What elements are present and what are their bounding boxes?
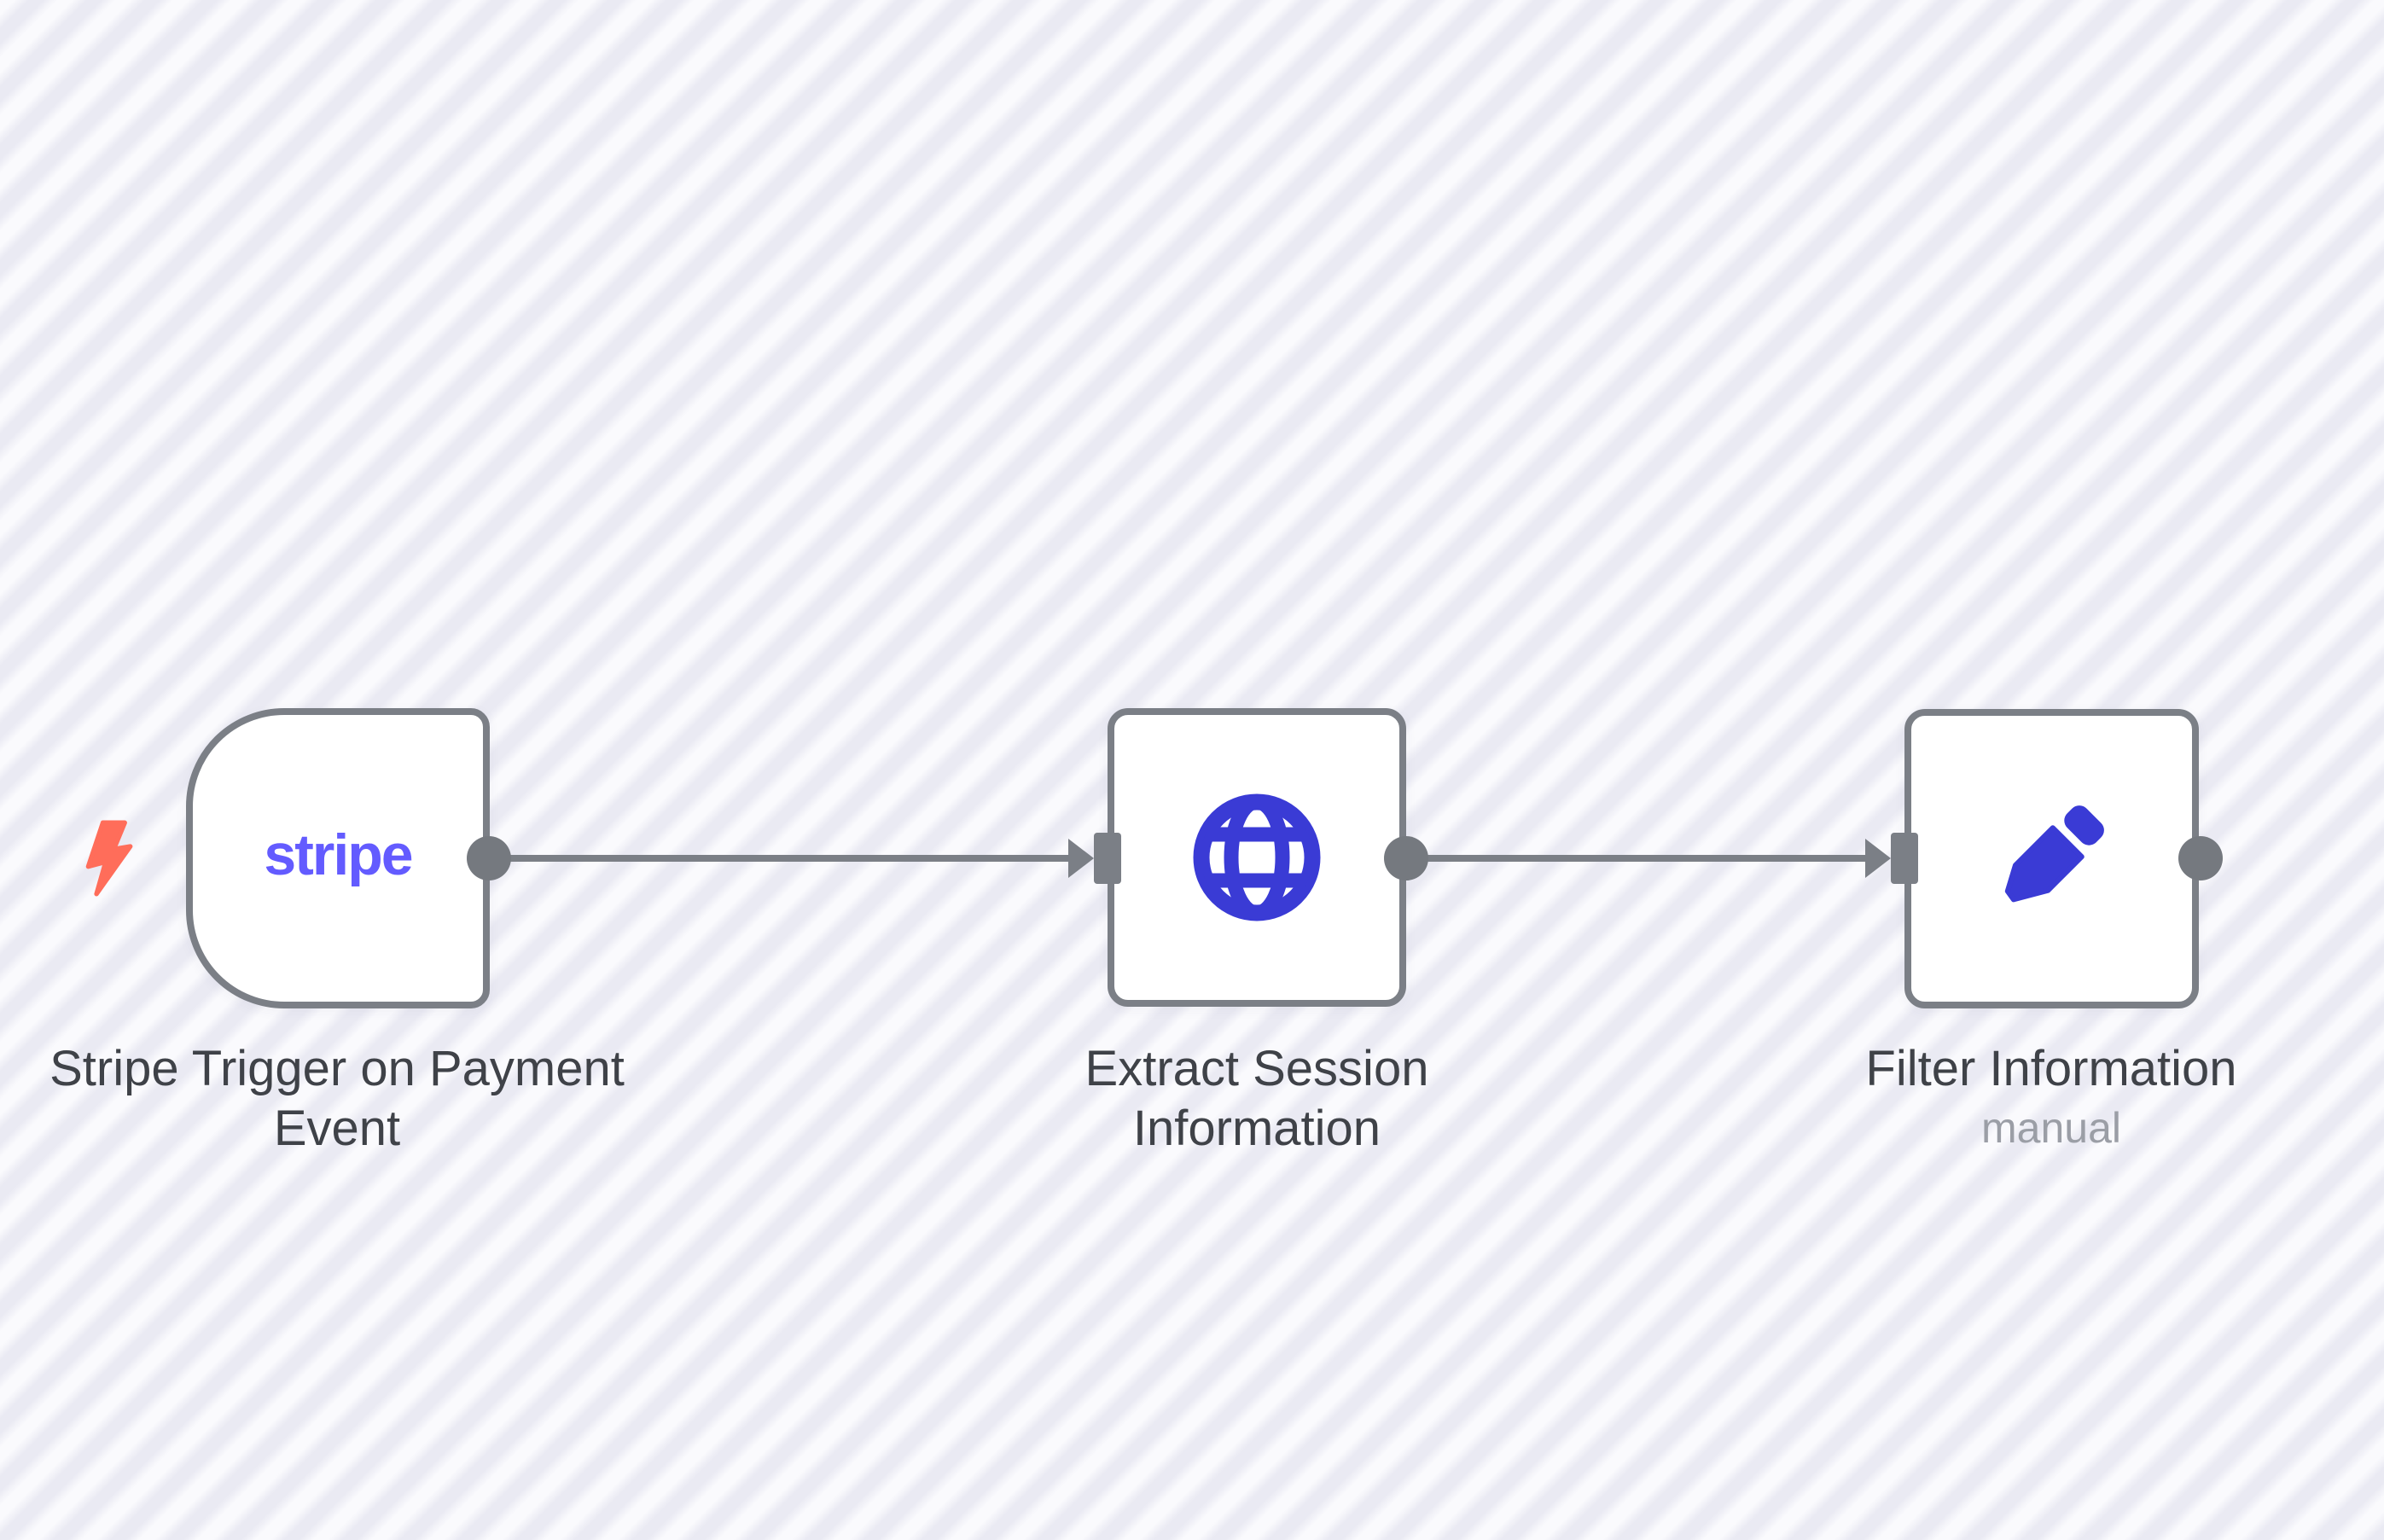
lightning-bolt-icon xyxy=(85,820,133,897)
node-label-stripe-trigger: Stripe Trigger on Payment Event xyxy=(49,1041,625,1156)
node-label-filter: Filter Information manual xyxy=(1804,1039,2299,1152)
node-filter-information[interactable] xyxy=(1904,709,2199,1008)
node-sublabel-manual: manual xyxy=(1981,1104,2121,1152)
input-port-extract[interactable] xyxy=(1094,833,1121,884)
node-label-filter-title: Filter Information xyxy=(1865,1041,2237,1096)
edge-extract-to-filter[interactable] xyxy=(1406,855,1872,862)
output-port-filter[interactable] xyxy=(2178,836,2223,880)
edge-arrowhead-into-filter xyxy=(1865,839,1891,878)
input-port-filter[interactable] xyxy=(1891,833,1918,884)
node-stripe-trigger[interactable]: stripe xyxy=(186,708,490,1008)
node-label-extract: Extract Session Information xyxy=(1084,1041,1429,1156)
globe-icon xyxy=(1193,793,1321,921)
edge-arrowhead-into-extract xyxy=(1068,839,1094,878)
stripe-logo: stripe xyxy=(264,822,413,887)
output-port-stripe-trigger[interactable] xyxy=(467,836,511,880)
edge-trigger-to-extract[interactable] xyxy=(489,855,1079,862)
node-extract-session[interactable] xyxy=(1108,708,1406,1007)
pencil-icon xyxy=(2004,805,2104,902)
output-port-extract[interactable] xyxy=(1384,836,1428,880)
